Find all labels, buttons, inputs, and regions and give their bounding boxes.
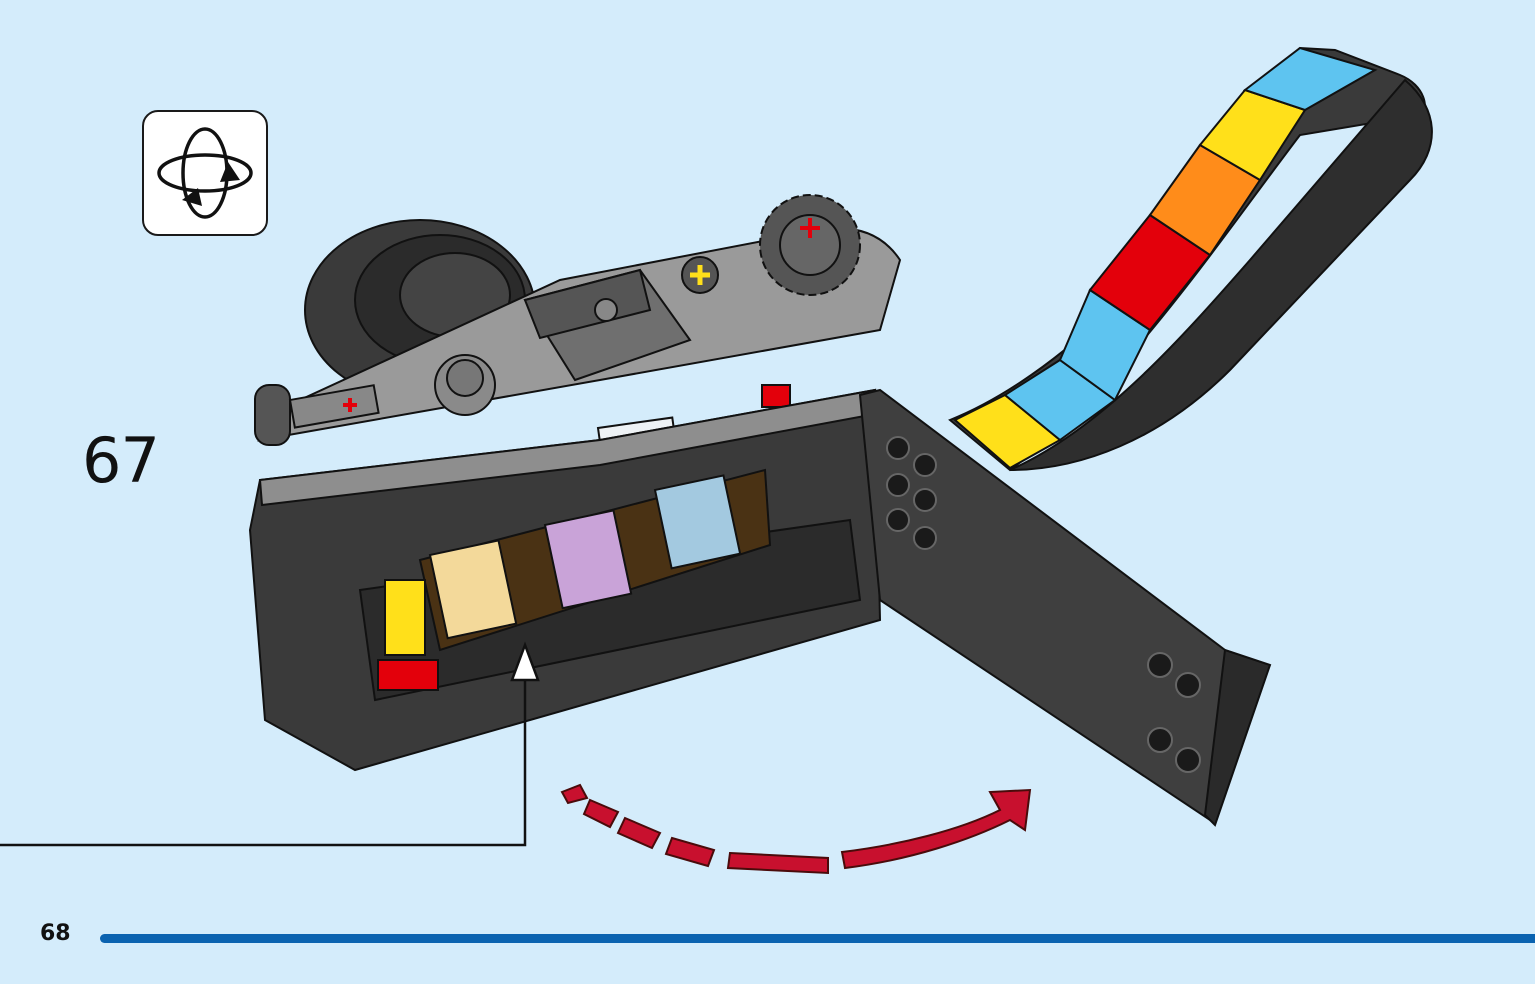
curved-dashed-arrow-icon bbox=[560, 783, 1032, 875]
camera-strap bbox=[948, 46, 1433, 472]
camera-back-door bbox=[858, 388, 1272, 827]
footer-bar bbox=[100, 934, 1535, 943]
rotate-model-badge bbox=[142, 110, 268, 236]
page-number: 68 bbox=[40, 921, 71, 946]
callout-line bbox=[0, 641, 540, 847]
step-number: 67 bbox=[82, 424, 160, 497]
film-strip bbox=[377, 468, 772, 691]
rotate-model-icon bbox=[157, 127, 253, 219]
